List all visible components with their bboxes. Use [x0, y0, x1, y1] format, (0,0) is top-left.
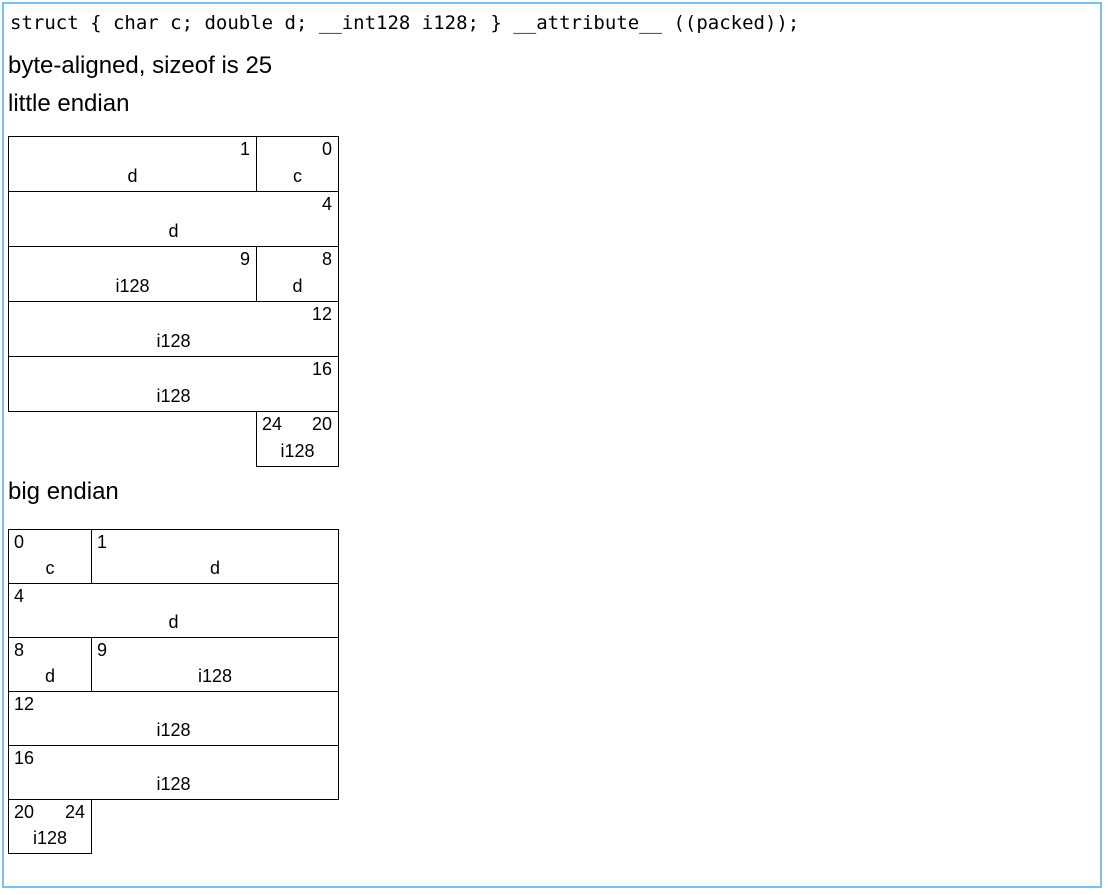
byte-offset: 20 [14, 802, 35, 822]
cell-d-bytes4-7: 4 d [8, 191, 339, 247]
little-endian-layout: 1 d 0 c 4 d 9 [8, 136, 339, 467]
byte-offset: 9 [239, 249, 250, 269]
byte-offsets: 20 24 [9, 800, 91, 824]
cell-d-bytes4-7: 4 d [8, 583, 339, 638]
cell-i128-bytes9-11: 9 i128 [8, 246, 257, 302]
byte-offset: 8 [14, 640, 25, 660]
byte-offsets: 4 [9, 584, 338, 608]
byte-offset: 1 [239, 139, 250, 159]
byte-row-8-11: 9 i128 8 d [8, 246, 339, 302]
big-endian-layout: 0 c 1 d 4 d 8 [8, 529, 339, 854]
byte-offsets: 1 [9, 137, 256, 161]
byte-row-12-15: 12 i128 [8, 691, 339, 746]
field-label: d [44, 666, 55, 686]
byte-offsets: 16 [9, 357, 338, 381]
struct-declaration: struct { char c; double d; __int128 i128… [10, 12, 800, 34]
byte-offsets: 12 [9, 692, 338, 716]
byte-offsets: 0 [9, 530, 91, 554]
byte-offsets: 9 [9, 247, 256, 271]
cell-d-bytes1-3: 1 d [8, 136, 257, 192]
byte-offset: 1 [97, 532, 108, 552]
byte-offsets: 16 [9, 746, 338, 770]
cell-d-byte8: 8 d [256, 246, 339, 302]
byte-offset: 0 [321, 139, 332, 159]
byte-row-12-15: 12 i128 [8, 301, 339, 357]
byte-offset: 12 [14, 694, 35, 714]
byte-offsets: 0 [257, 137, 338, 161]
byte-row-8-11: 8 d 9 i128 [8, 637, 339, 692]
field-label: i128 [280, 441, 315, 461]
byte-offset: 0 [14, 532, 25, 552]
byte-offset: 9 [97, 640, 108, 660]
byte-offset: 24 [64, 802, 85, 822]
byte-row-20-24: 20 24 i128 [8, 799, 339, 854]
field-label: c [293, 166, 302, 186]
byte-row-0-3: 1 d 0 c [8, 136, 339, 192]
byte-offsets: 4 [9, 192, 338, 216]
byte-offset: 4 [14, 586, 25, 606]
cell-i128-bytes9-11: 9 i128 [91, 637, 339, 692]
cell-i128-bytes12-15: 12 i128 [8, 301, 339, 357]
sizeof-note: byte-aligned, sizeof is 25 [8, 52, 273, 79]
byte-offset: 20 [311, 414, 332, 434]
cell-c-byte0: 0 c [256, 136, 339, 192]
byte-offset: 16 [311, 359, 332, 379]
cell-c-byte0: 0 c [8, 529, 92, 584]
byte-row-20-24: 24 20 i128 [8, 411, 339, 467]
field-label: d [127, 166, 138, 186]
byte-row-4-7: 4 d [8, 583, 339, 638]
byte-offset: 16 [14, 748, 35, 768]
byte-offset: 4 [321, 194, 332, 214]
field-label: i128 [197, 666, 233, 686]
field-label: d [168, 221, 179, 241]
field-label: c [45, 558, 55, 578]
byte-offsets: 12 [9, 302, 338, 326]
big-endian-heading: big endian [8, 478, 119, 505]
field-label: d [209, 558, 220, 578]
byte-offset: 24 [262, 414, 283, 434]
byte-offsets: 9 [92, 638, 338, 662]
cell-d-bytes1-3: 1 d [91, 529, 339, 584]
field-label: i128 [156, 774, 191, 794]
byte-row-16-19: 16 i128 [8, 356, 339, 412]
byte-offsets: 8 [257, 247, 338, 271]
byte-offset: 12 [311, 304, 332, 324]
cell-i128-bytes12-15: 12 i128 [8, 691, 339, 746]
byte-offsets: 24 20 [257, 412, 338, 436]
field-label: i128 [156, 386, 191, 406]
byte-offsets: 1 [92, 530, 338, 554]
field-label: d [292, 276, 303, 296]
little-endian-heading: little endian [8, 90, 130, 117]
cell-i128-bytes16-19: 16 i128 [8, 356, 339, 412]
field-label: i128 [115, 276, 150, 296]
byte-row-4-7: 4 d [8, 191, 339, 247]
byte-row-16-19: 16 i128 [8, 745, 339, 800]
field-label: d [168, 612, 179, 632]
byte-row-0-3: 0 c 1 d [8, 529, 339, 584]
field-label: i128 [32, 828, 68, 848]
field-label: i128 [156, 331, 191, 351]
field-label: i128 [156, 720, 191, 740]
cell-i128-bytes16-19: 16 i128 [8, 745, 339, 800]
byte-offset: 8 [321, 249, 332, 269]
byte-offsets: 8 [9, 638, 91, 662]
cell-i128-bytes20-24: 24 20 i128 [256, 411, 339, 467]
cell-i128-bytes20-24: 20 24 i128 [8, 799, 92, 854]
cell-d-byte8: 8 d [8, 637, 92, 692]
